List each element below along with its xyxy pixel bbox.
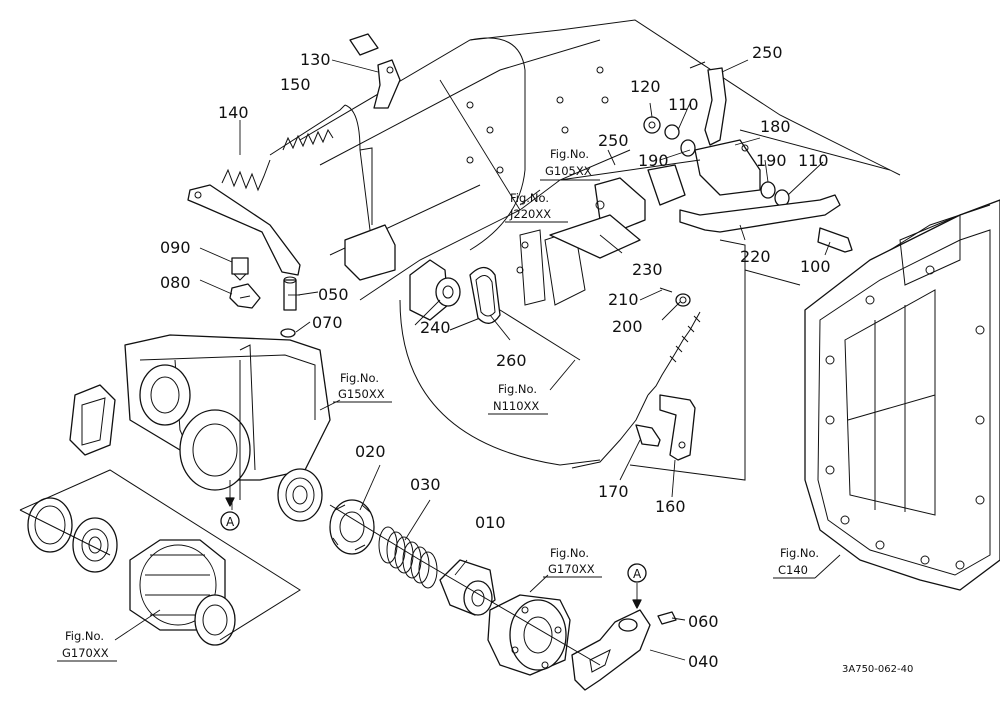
fig-ref-n110: Fig.No. N110XX	[488, 382, 548, 415]
svg-text:G170XX: G170XX	[548, 562, 595, 576]
part-160-bracket	[659, 394, 696, 461]
svg-text:Fig.No.: Fig.No.	[65, 629, 104, 643]
part-040-shift-fork	[571, 609, 677, 691]
callout-220: 220	[740, 247, 771, 266]
cable-assembly	[571, 311, 701, 469]
part-180-shaft	[694, 139, 790, 207]
svg-text:Fig.No.: Fig.No.	[780, 546, 819, 560]
svg-text:Fig.No.: Fig.No.	[340, 371, 379, 385]
callout-140: 140	[218, 103, 249, 122]
callout-070: 070	[312, 313, 343, 332]
callout-labels: 010 020 030 040 050 060 070 080 090 100 …	[160, 43, 831, 671]
part-240-pulley	[435, 277, 461, 307]
fig-ref-c140: Fig.No. C140	[773, 546, 819, 579]
callout-020: 020	[355, 442, 386, 461]
svg-text:G150XX: G150XX	[338, 387, 385, 401]
part-230-lever	[549, 164, 686, 259]
figure-references: Fig.No. G105XX Fig.No. J220XX Fig.No. G1…	[57, 147, 819, 662]
svg-text:J220XX: J220XX	[509, 207, 551, 221]
part-020-hub	[329, 499, 375, 555]
part-070-oring	[280, 328, 296, 338]
callout-240: 240	[420, 318, 451, 337]
callout-190-right: 190	[756, 151, 787, 170]
callout-030: 030	[410, 475, 441, 494]
callout-170: 170	[598, 482, 629, 501]
svg-text:Fig.No.: Fig.No.	[510, 191, 549, 205]
part-140-arm	[187, 184, 301, 276]
bearing-right	[277, 468, 323, 522]
differential-housing	[69, 334, 331, 491]
part-050-pin	[283, 276, 297, 311]
fig-ref-g170-left: Fig.No. G170XX	[57, 629, 117, 662]
callout-160: 160	[655, 497, 686, 516]
bracket-left-center	[344, 147, 396, 281]
callout-leaders	[199, 59, 831, 661]
explode-guides-right	[559, 129, 891, 481]
svg-text:G105XX: G105XX	[545, 164, 592, 178]
callout-040: 040	[688, 652, 719, 671]
callout-130: 130	[300, 50, 331, 69]
callout-260: 260	[496, 351, 527, 370]
marker-a-left: A	[220, 480, 240, 531]
callout-120: 120	[630, 77, 661, 96]
callout-090: 090	[160, 238, 191, 257]
svg-text:Fig.No.: Fig.No.	[550, 546, 589, 560]
drawing-code: 3A750-062-40	[842, 664, 913, 675]
part-130-lever	[349, 33, 401, 109]
callout-150: 150	[280, 75, 311, 94]
svg-text:C140: C140	[778, 563, 808, 577]
part-100-bolt	[817, 227, 853, 253]
svg-text:Fig.No.: Fig.No.	[550, 147, 589, 161]
left-gear-assembly	[27, 497, 236, 646]
part-250-lever	[689, 61, 727, 146]
callout-250-lower: 250	[598, 131, 629, 150]
part-150-cable	[269, 104, 371, 231]
callout-010: 010	[475, 513, 506, 532]
fig-ref-g150: Fig.No. G150XX	[333, 371, 392, 403]
part-260-belt	[469, 266, 501, 324]
part-210-pin	[659, 287, 673, 293]
svg-text:G170XX: G170XX	[62, 646, 109, 660]
callout-100: 100	[800, 257, 831, 276]
callout-250-upper: 250	[752, 43, 783, 62]
explode-guides-left	[19, 360, 601, 666]
output-flange	[487, 594, 571, 676]
svg-text:Fig.No.: Fig.No.	[498, 382, 537, 396]
svg-text:A: A	[226, 515, 235, 529]
center-mount-bracket	[399, 229, 601, 466]
callout-110-upper: 110	[668, 95, 699, 114]
part-090-bolt	[231, 257, 249, 281]
callout-050: 050	[318, 285, 349, 304]
transmission-case	[804, 199, 1000, 591]
marker-a-right: A	[627, 563, 647, 609]
callout-180: 180	[760, 117, 791, 136]
callout-230: 230	[632, 260, 663, 279]
callout-110-right: 110	[798, 151, 829, 170]
fig-ref-j220: Fig.No. J220XX	[505, 191, 568, 223]
part-080-fork	[229, 283, 261, 309]
part-140-spring	[221, 159, 271, 192]
callout-210: 210	[608, 290, 639, 309]
fig-ref-g170-center: Fig.No. G170XX	[543, 546, 602, 578]
fig-ref-g105: Fig.No. G105XX	[540, 147, 600, 181]
callout-190-left: 190	[638, 151, 669, 170]
callout-060: 060	[688, 612, 719, 631]
part-030-spring	[378, 526, 438, 589]
part-170-bolt	[635, 424, 661, 447]
svg-text:A: A	[633, 567, 642, 581]
callout-080: 080	[160, 273, 191, 292]
part-220-rod	[679, 194, 841, 233]
svg-text:N110XX: N110XX	[493, 399, 539, 413]
callout-200: 200	[612, 317, 643, 336]
